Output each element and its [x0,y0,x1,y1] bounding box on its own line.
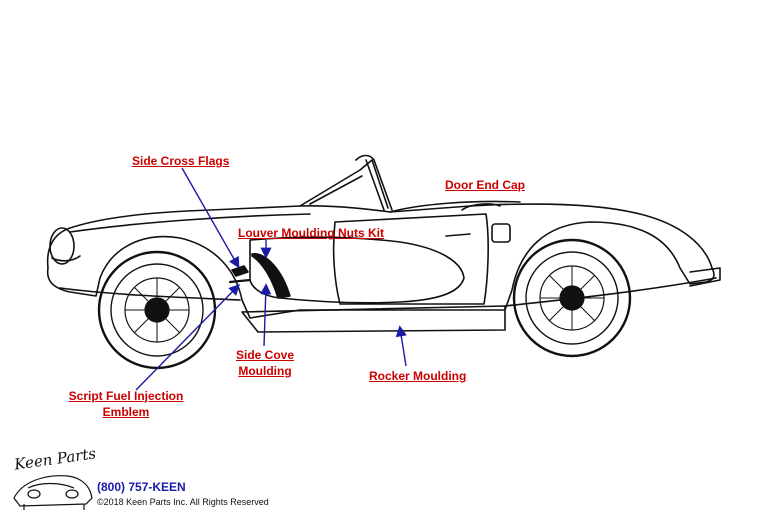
rear-wheel [512,238,632,358]
callout-side-cove-moulding-line2: Moulding [238,364,292,378]
arrow-rocker-moulding [395,325,407,367]
callout-script-fuel-injection-line2: Emblem [102,405,150,419]
body-outline [46,203,715,319]
keen-parts-logo-mark [13,475,93,510]
arrow-side-cross-flags [181,167,240,269]
callout-side-cove-moulding[interactable]: Side Cove Moulding [230,347,300,379]
callout-script-fuel-injection-line1: Script Fuel Injection [68,389,184,403]
windshield-frame [299,159,389,209]
callout-script-fuel-injection-emblem[interactable]: Script Fuel Injection Emblem [66,388,186,420]
arrow-side-cove-moulding [260,283,272,347]
rocker-panel-outline [241,305,506,333]
copyright-notice: ©2018 Keen Parts Inc. All Rights Reserve… [97,497,269,507]
callout-door-end-cap[interactable]: Door End Cap [445,178,525,192]
callout-side-cove-moulding-line1: Side Cove [235,348,295,362]
louver-shape [251,253,291,299]
arrow-script-fuel-injection-emblem [135,284,240,391]
door-end-cap-shape [491,223,511,243]
callout-rocker-moulding[interactable]: Rocker Moulding [369,369,467,383]
phone-number[interactable]: (800) 757-KEEN [97,480,186,494]
callout-louver-moulding-nuts-kit[interactable]: Louver Moulding Nuts Kit [238,226,384,240]
front-wheel [97,250,217,370]
callout-side-cross-flags[interactable]: Side Cross Flags [132,154,230,168]
door-outline [332,213,489,305]
